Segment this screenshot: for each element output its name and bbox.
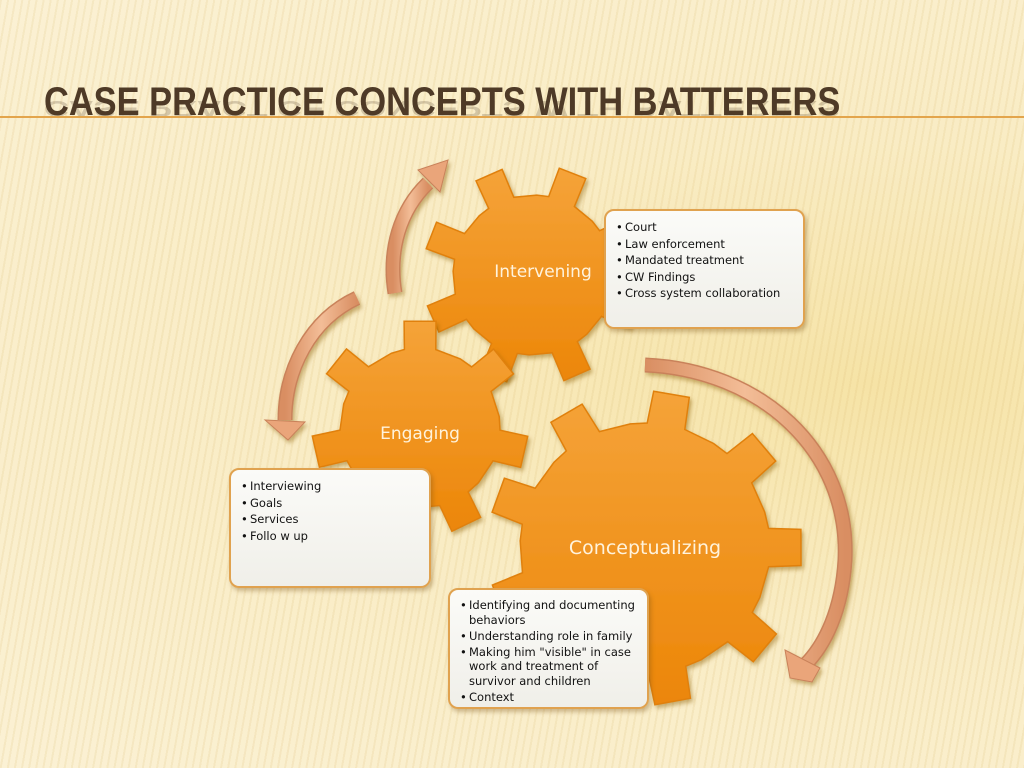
gear-label-conceptualizing: Conceptualizing: [568, 537, 722, 559]
list-item: Services: [241, 511, 421, 528]
conceptualizing-items: Identifying and documenting behaviors Un…: [460, 598, 639, 704]
list-item: CW Findings: [616, 269, 795, 286]
conceptualizing-details-box: Identifying and documenting behaviors Un…: [448, 588, 649, 709]
cycle-arrow-clockwise-icon: [644, 357, 853, 683]
list-item: Goals: [241, 495, 421, 512]
list-item: Interviewing: [241, 478, 421, 495]
list-item: Mandated treatment: [616, 252, 795, 269]
list-item: Law enforcement: [616, 236, 795, 253]
intervening-items: Court Law enforcement Mandated treatment…: [616, 219, 795, 302]
list-item: Context: [460, 690, 639, 705]
list-item: Cross system collaboration: [616, 285, 795, 302]
cycle-arrow-down-icon: [263, 291, 361, 441]
gear-label-intervening: Intervening: [494, 262, 592, 282]
intervening-details-box: Court Law enforcement Mandated treatment…: [604, 209, 805, 329]
title-divider: [0, 116, 1024, 118]
gear-label-engaging: Engaging: [380, 424, 460, 444]
engaging-details-box: Interviewing Goals Services Follo w up: [229, 468, 431, 588]
list-item: Follo w up: [241, 528, 421, 545]
list-item: Understanding role in family: [460, 629, 639, 644]
list-item: Identifying and documenting behaviors: [460, 598, 639, 627]
cycle-arrow-up-icon: [385, 159, 449, 295]
list-item: Court: [616, 219, 795, 236]
engaging-items: Interviewing Goals Services Follo w up: [241, 478, 421, 544]
list-item: Making him "visible" in case work and tr…: [460, 645, 639, 689]
